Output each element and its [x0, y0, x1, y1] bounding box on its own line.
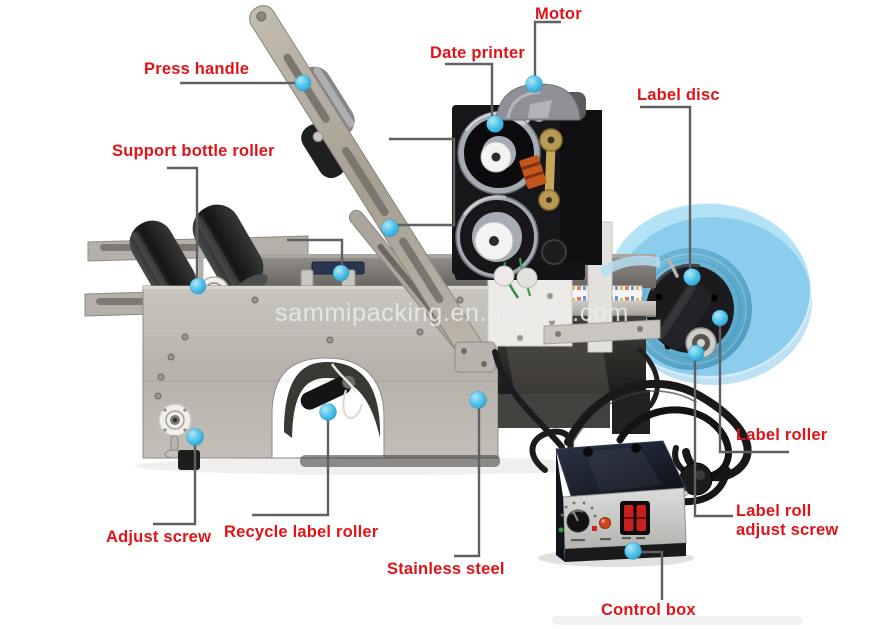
- callout-label-label-disc: Label disc: [637, 86, 720, 104]
- callout-dot-deck-clamp: [332, 264, 350, 282]
- callout-dots: [186, 74, 729, 560]
- date-printer-graphic: [452, 105, 602, 299]
- callout-line-label-disc: [640, 105, 692, 270]
- dial-ticks: [560, 501, 597, 518]
- callout-line-date-printer: [445, 62, 494, 118]
- machine-shadow: [135, 457, 625, 475]
- callout-lines: [153, 20, 789, 600]
- callout-dot-label-roller: [711, 309, 729, 327]
- watermark: sammipacking.en.alibaba.com: [275, 299, 629, 327]
- callout-label-motor: Motor: [535, 5, 582, 23]
- callout-label-label-roller: Label roller: [736, 426, 828, 444]
- callout-label-recycle-label-roller: Recycle label roller: [224, 523, 379, 541]
- press-roller: [301, 123, 346, 179]
- callout-dot-recycle-label-roller: [319, 403, 337, 421]
- callout-dot-adjust-screw: [186, 428, 204, 446]
- flex-cable: [519, 155, 547, 189]
- green-led: [558, 527, 564, 533]
- callout-line-support-bottle-roller: [167, 166, 199, 283]
- callout-dot-stainless-steel: [469, 391, 487, 409]
- callout-dot-label-disc: [683, 268, 701, 286]
- plate-screws: [154, 296, 464, 400]
- label-feed-strip: [600, 255, 660, 278]
- round-button: [599, 517, 611, 529]
- callout-dot-motor: [525, 75, 543, 93]
- callout-label-label-roll-adjust-screw: Label roll adjust screw: [736, 502, 839, 540]
- arm-wing-bolt: [312, 131, 324, 143]
- main-plate: [142, 285, 500, 470]
- callout-label-date-printer: Date printer: [430, 44, 526, 62]
- callout-label-adjust-screw: Adjust screw: [106, 528, 212, 546]
- callout-line-adjust-screw: [153, 442, 197, 526]
- panel-markings: [571, 537, 645, 542]
- callout-label-support-bottle-roller: Support bottle roller: [112, 142, 275, 160]
- callout-line-stainless-steel: [454, 406, 481, 558]
- callout-label-control-box: Control box: [601, 601, 696, 619]
- disc-shaft: [656, 282, 712, 350]
- callout-line-deck-clamp: [287, 238, 344, 268]
- label-backing-cord: [330, 363, 358, 393]
- callout-label-stainless-steel: Stainless steel: [387, 560, 505, 578]
- callout-line-control-box: [639, 550, 664, 600]
- motor-graphic: [495, 83, 586, 121]
- callout-dot-label-roll-adjust-screw: [687, 344, 705, 362]
- red-led: [592, 526, 597, 531]
- arch-shadow: [284, 362, 380, 438]
- hub-pin: [667, 258, 679, 278]
- support-roller-left: [129, 220, 197, 304]
- callout-line-label-roller: [718, 324, 789, 454]
- callout-line-press-arm: [389, 137, 456, 227]
- callout-line-label-roll-adjust-screw: [693, 359, 733, 518]
- control-box-graphic: [538, 440, 694, 567]
- callout-line-motor: [533, 20, 561, 78]
- callout-dot-press-arm: [381, 219, 399, 237]
- callout-line-recycle-label-roller: [252, 418, 330, 517]
- callout-dot-support-bottle-roller: [189, 277, 207, 295]
- callout-dot-control-box: [624, 542, 642, 560]
- callout-dot-press-handle: [294, 74, 312, 92]
- mount-bar: [543, 319, 661, 345]
- press-handle-graphic: [249, 5, 496, 373]
- pivot-bracket: [454, 341, 496, 373]
- callout-dot-date-printer: [486, 115, 504, 133]
- machine-illustration: [84, 5, 812, 625]
- ground-streak: [552, 616, 802, 625]
- callout-label-press-handle: Press handle: [144, 60, 250, 78]
